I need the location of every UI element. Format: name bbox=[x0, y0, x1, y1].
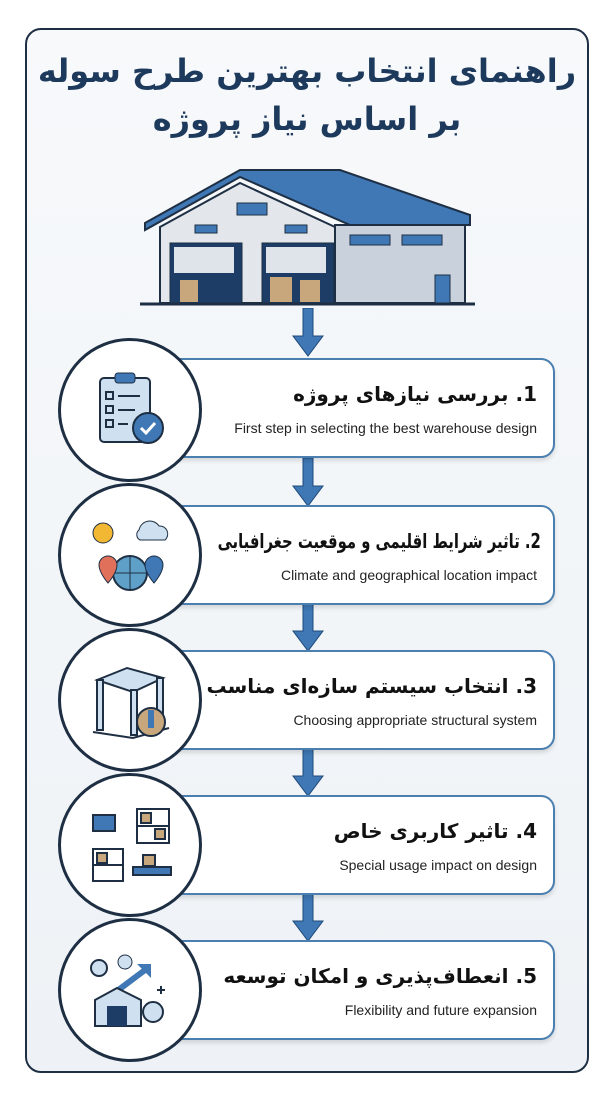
step-subtitle: First step in selecting the best warehou… bbox=[234, 420, 537, 436]
forklift-shelves-icon bbox=[58, 773, 202, 917]
step-subtitle: Special usage impact on design bbox=[339, 857, 537, 873]
step-card-5: 5. انعطاف‌پذیری و امکان توسعه Flexibilit… bbox=[135, 940, 555, 1040]
down-arrow-icon bbox=[292, 893, 324, 942]
step-title: 5. انعطاف‌پذیری و امکان توسعه bbox=[223, 964, 537, 988]
down-arrow-icon bbox=[292, 603, 324, 652]
climate-globe-icon bbox=[58, 483, 202, 627]
step-title: 2. تاثیر شرایط اقلیمی و موقعیت جغرافیایی bbox=[217, 529, 541, 553]
step-subtitle: Flexibility and future expansion bbox=[344, 1002, 537, 1018]
title-line-1: راهنمای انتخاب بهترین طرح سوله bbox=[37, 52, 577, 90]
steel-frame-icon bbox=[58, 628, 202, 772]
step-subtitle: Choosing appropriate structural system bbox=[293, 712, 537, 728]
down-arrow-icon bbox=[292, 458, 324, 507]
warehouse-illustration bbox=[140, 169, 475, 306]
step-title: 1. بررسی نیازهای پروژه bbox=[293, 382, 537, 406]
step-card-4: 4. تاثیر کاربری خاص Special usage impact… bbox=[135, 795, 555, 895]
step-title: 3. انتخاب سیستم سازه‌ای مناسب bbox=[206, 674, 537, 698]
step-card-3: 3. انتخاب سیستم سازه‌ای مناسب Choosing a… bbox=[135, 650, 555, 750]
step-title: 4. تاثیر کاربری خاص bbox=[333, 819, 537, 843]
clipboard-checklist-icon bbox=[58, 338, 202, 482]
step-subtitle: Climate and geographical location impact bbox=[280, 567, 537, 583]
step-card-2: 2. تاثیر شرایط اقلیمی و موقعیت جغرافیایی… bbox=[135, 505, 555, 605]
down-arrow-icon bbox=[292, 308, 324, 357]
down-arrow-icon bbox=[292, 748, 324, 797]
step-card-1: 1. بررسی نیازهای پروژه First step in sel… bbox=[135, 358, 555, 458]
expansion-growth-icon bbox=[58, 918, 202, 1062]
title-line-2: بر اساس نیاز پروژه bbox=[152, 100, 462, 138]
